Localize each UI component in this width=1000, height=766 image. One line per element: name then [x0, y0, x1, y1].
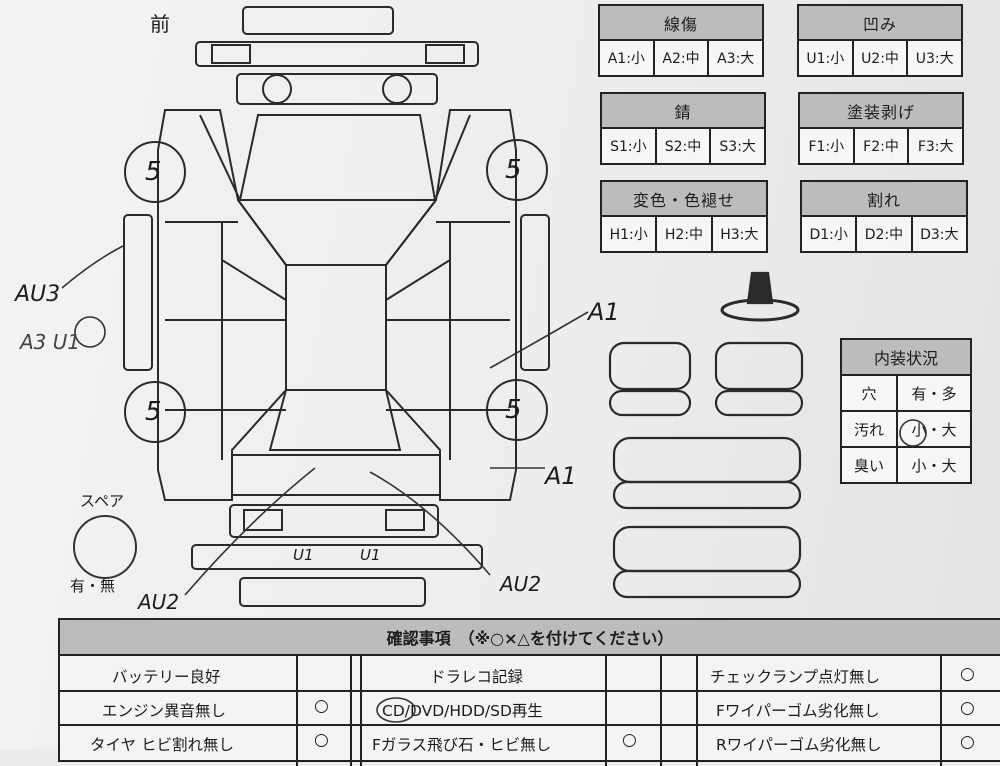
legend-dent: 凹み U1:小 U2:中 U3:大: [797, 4, 963, 77]
check-mark: ○: [622, 730, 637, 750]
legend-title: 線傷: [600, 6, 762, 41]
legend-cell: A2:中: [655, 41, 710, 75]
legend-cell: H2:中: [657, 217, 713, 251]
tire-front-left-note: 5: [145, 157, 162, 187]
spare-status: 有・無: [70, 577, 116, 595]
check-item: Fガラス飛び石・ヒビ無し: [372, 736, 552, 754]
legend-cell: U2:中: [854, 41, 909, 75]
check-item: タイヤ ヒビ割れ無し: [90, 736, 234, 754]
legend-cell: A1:小: [600, 41, 655, 75]
interior-title: 内装状況: [842, 340, 970, 376]
spare-label: スペア: [80, 492, 124, 510]
legend-title: 錆: [602, 94, 764, 129]
rear-right-damage-note: AU2: [500, 572, 542, 596]
check-item: Rワイパーゴム劣化無し: [716, 736, 882, 754]
cd-circle-mark: [376, 697, 416, 723]
legend-cell: D2:中: [857, 217, 913, 251]
front-label: 前: [150, 12, 170, 36]
legend-cell: U3:大: [915, 51, 954, 67]
interior-key: 穴: [842, 376, 898, 410]
tire-front-right-note: 5: [505, 155, 522, 185]
check-items-table: 確認事項 （※○×△を付けてください） バッテリー良好 エンジン異音無し タイヤ…: [58, 618, 1000, 766]
legend-cell: S1:小: [602, 129, 657, 163]
legend-cell: D3:大: [920, 227, 959, 243]
interior-value: 有・多: [911, 384, 957, 403]
stain-small-circle: [899, 419, 927, 447]
legend-scratch: 線傷 A1:小 A2:中 A3:大: [598, 4, 764, 77]
legend-crack: 割れ D1:小 D2:中 D3:大: [800, 180, 968, 253]
legend-cell: F3:大: [917, 139, 954, 155]
check-item: エンジン異音無し: [102, 702, 227, 720]
table-row: 臭い 小・大: [842, 448, 970, 482]
legend-cell: D1:小: [802, 217, 858, 251]
bumper-note-b: U1: [360, 546, 381, 564]
table-row: 穴 有・多: [842, 376, 970, 412]
legend-cell: S3:大: [719, 139, 756, 155]
legend-cell: S2:中: [657, 129, 712, 163]
check-mark: ○: [314, 696, 329, 716]
legend-cell: U1:小: [799, 41, 854, 75]
tire-rear-left-note: 5: [145, 397, 162, 427]
check-item: ドラレコ記録: [430, 668, 524, 686]
legend-paint-peel: 塗装剥げ F1:小 F2:中 F3:大: [798, 92, 964, 165]
legend-cell: F1:小: [800, 129, 855, 163]
legend-title: 凹み: [799, 6, 961, 41]
left-damage-note-a: AU3: [15, 282, 61, 307]
check-mark: ○: [960, 698, 975, 718]
check-mark: ○: [314, 730, 329, 750]
legend-rust: 錆 S1:小 S2:中 S3:大: [600, 92, 766, 165]
left-damage-note-b: A3 U1: [20, 330, 81, 354]
legend-cell: H1:小: [602, 217, 658, 251]
bumper-note-a: U1: [293, 546, 314, 564]
check-item: バッテリー良好: [112, 668, 221, 686]
check-title: 確認事項 （※○×△を付けてください）: [60, 620, 1000, 656]
interior-key: 汚れ: [842, 412, 898, 446]
spare-tire-icon: [73, 515, 137, 579]
legend-cell: A3:大: [717, 51, 755, 67]
legend-discoloration: 変色・色褪せ H1:小 H2:中 H3:大: [600, 180, 768, 253]
right-damage-note-upper: A1: [588, 298, 620, 326]
check-mark: ○: [960, 732, 975, 752]
legend-cell: H3:大: [720, 227, 759, 243]
interior-diagram: [608, 271, 804, 599]
rear-left-damage-note: AU2: [138, 590, 180, 614]
car-diagram: [61, 6, 589, 607]
interior-value: 小・大: [911, 456, 957, 475]
check-mark: ○: [960, 664, 975, 684]
right-damage-note-lower: A1: [545, 462, 577, 490]
legend-title: 塗装剥げ: [800, 94, 962, 129]
interior-condition-table: 内装状況 穴 有・多 汚れ 小・大 臭い 小・大: [840, 338, 972, 484]
check-item: Fワイパーゴム劣化無し: [716, 702, 880, 720]
interior-key: 臭い: [842, 448, 898, 482]
tire-rear-right-note: 5: [505, 395, 522, 425]
legend-cell: F2:中: [855, 129, 910, 163]
check-item: チェックランプ点灯無し: [710, 668, 881, 686]
legend-title: 割れ: [802, 182, 966, 217]
legend-title: 変色・色褪せ: [602, 182, 766, 217]
check-item: CD/DVD/HDD/SD再生: [382, 702, 543, 720]
